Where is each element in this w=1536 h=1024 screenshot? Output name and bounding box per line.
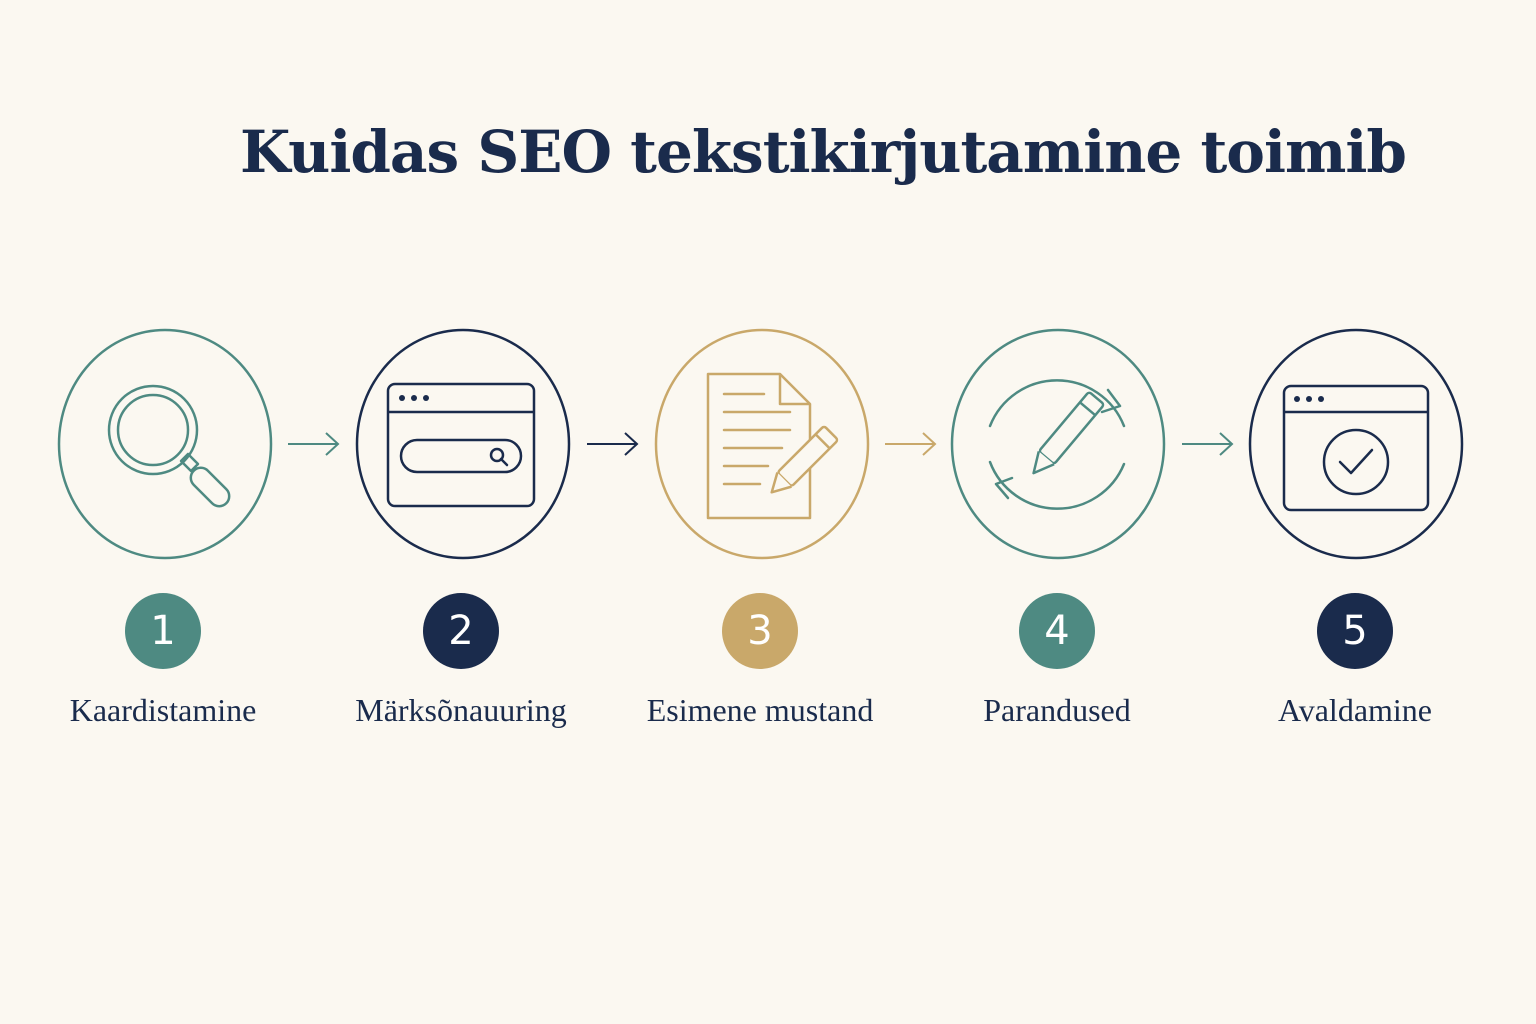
arrow-4-5: [1180, 430, 1236, 458]
step-3-label: Esimene mustand: [646, 692, 874, 728]
step-2-number-badge: 2: [423, 593, 499, 669]
step-4-icon-circle: [948, 328, 1168, 560]
arrow-2-3: [585, 430, 641, 458]
document-pencil-icon: [654, 328, 870, 560]
step-3-number-badge: 3: [722, 593, 798, 669]
arrow-right-icon: [587, 432, 639, 456]
step-1-number-badge: 1: [125, 593, 201, 669]
arrow-right-icon: [885, 432, 937, 456]
magnifier-icon: [57, 328, 273, 560]
arrow-1-2: [286, 430, 342, 458]
step-2-icon-circle: [353, 328, 573, 560]
step-3-icon-circle: [652, 328, 872, 560]
refresh-pencil-icon: [950, 328, 1166, 560]
step-2-label: Märksõnauuring: [355, 692, 567, 728]
arrow-3-4: [883, 430, 939, 458]
step-5-icon-circle: [1246, 328, 1466, 560]
arrow-right-icon: [1182, 432, 1234, 456]
browser-check-icon: [1248, 328, 1464, 560]
step-1-icon-circle: [55, 328, 275, 560]
step-5-label: Avaldamine: [1277, 692, 1432, 728]
step-4-number-badge: 4: [1019, 593, 1095, 669]
step-4-label: Parandused: [983, 692, 1131, 728]
step-1-label: Kaardistamine: [69, 692, 257, 728]
page-title: Kuidas SEO tekstikirjutamine toimib: [240, 118, 1407, 186]
step-5-number-badge: 5: [1317, 593, 1393, 669]
browser-search-icon: [355, 328, 571, 560]
arrow-right-icon: [288, 432, 340, 456]
